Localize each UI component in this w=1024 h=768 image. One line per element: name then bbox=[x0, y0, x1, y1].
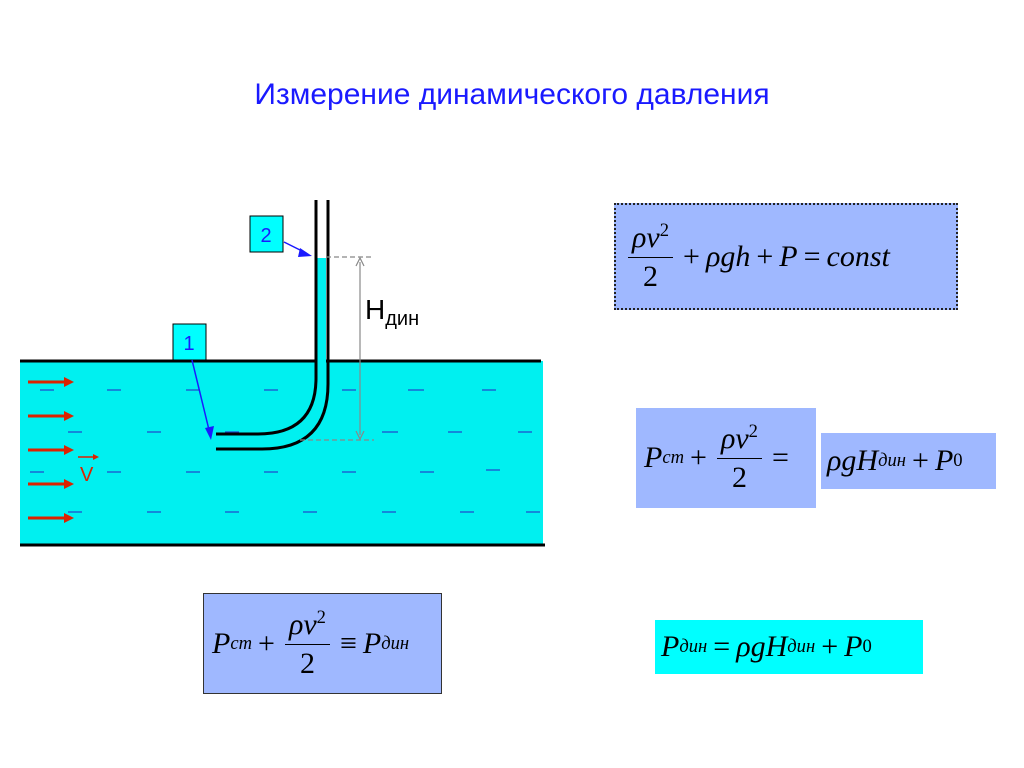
point-2-arrowhead bbox=[298, 248, 312, 257]
height-arrow-top bbox=[355, 256, 365, 267]
point-1-label: 1 bbox=[183, 333, 194, 355]
velocity-label: V bbox=[80, 464, 94, 486]
height-label: Hдин bbox=[365, 294, 419, 330]
point-1-pointer bbox=[191, 359, 211, 435]
velocity-vector-head bbox=[93, 454, 99, 460]
tube-outer-wall bbox=[216, 200, 330, 451]
point-2-box bbox=[249, 215, 284, 253]
kinetic-fraction: ρv2 2 bbox=[628, 220, 674, 294]
point-1-arrowhead bbox=[205, 426, 214, 440]
water-ripples bbox=[30, 389, 540, 513]
kinetic-fraction: ρv2 2 bbox=[284, 607, 330, 681]
point-2-label: 2 bbox=[260, 225, 271, 247]
tube-liquid-column bbox=[316, 258, 326, 368]
bernoulli-equation: ρv2 2 + ρgh + P = const bbox=[614, 203, 958, 310]
tube-inner-wall bbox=[216, 200, 318, 436]
water-channel bbox=[20, 361, 543, 545]
height-arrow-bottom bbox=[355, 430, 365, 441]
flow-arrows bbox=[28, 377, 74, 523]
kinetic-fraction: ρv2 2 bbox=[716, 421, 762, 495]
point-1-box bbox=[172, 323, 207, 361]
page-title: Измерение динамического давления bbox=[254, 78, 770, 111]
